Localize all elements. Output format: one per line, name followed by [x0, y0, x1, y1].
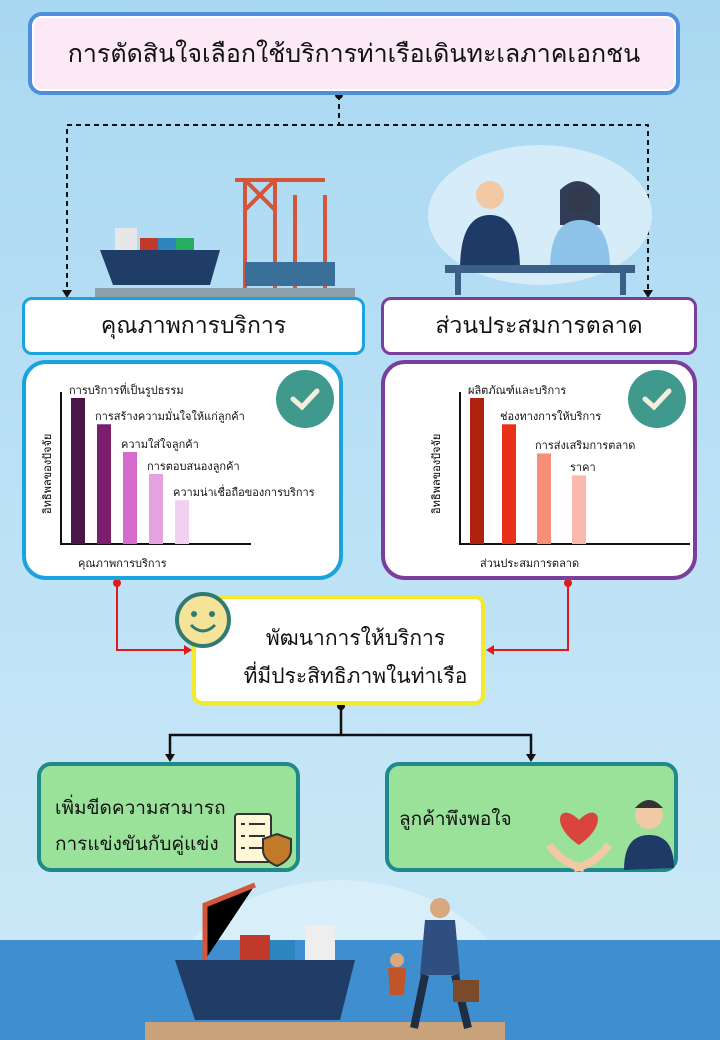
- check-icon: [276, 370, 334, 428]
- efficient-port-service-box: พัฒนาการให้บริการ ที่มีประสิทธิภาพในท่าเ…: [192, 595, 485, 705]
- bar: [97, 424, 111, 544]
- bar-label: ช่องทางการให้บริการ: [500, 410, 602, 424]
- bar: [71, 398, 85, 544]
- check-icon: [628, 370, 686, 428]
- y-axis-label: อิทธิพลของปัจจัย: [430, 433, 443, 514]
- bar-label: การส่งเสริมการตลาด: [535, 439, 636, 453]
- checklist-shield-icon: [234, 813, 292, 868]
- marketing-mix-header: ส่วนประสมการตลาด: [381, 297, 697, 355]
- bar: [149, 473, 163, 544]
- bar-label: ผลิตภัณฑ์และบริการ: [468, 384, 567, 397]
- x-axis-label: คุณภาพการบริการ: [78, 557, 167, 570]
- port-crane-illustration: [95, 178, 355, 298]
- bar-label: การบริการที่เป็นรูปธรรม: [69, 384, 184, 397]
- bar-chart: [60, 392, 251, 545]
- center-line-2: ที่มีประสิทธิภาพในท่าเรือ: [243, 664, 468, 688]
- bar: [123, 452, 137, 544]
- bar-label: การสร้างความมั่นใจให้แก่ลูกค้า: [95, 410, 245, 424]
- bar: [470, 398, 484, 544]
- competitiveness-box: เพิ่มขีดความสามารถ การแข่งขันกับคู่แข่ง: [37, 762, 300, 872]
- competitiveness-line-2: การแข่งขันกับคู่แข่ง: [55, 833, 219, 855]
- bar: [175, 500, 189, 544]
- x-axis-label: ส่วนประสมการตลาด: [480, 557, 580, 570]
- bar: [537, 453, 551, 544]
- center-line-1: พัฒนาการให้บริการ: [265, 626, 446, 650]
- business-meeting-illustration: [428, 145, 652, 295]
- bar-chart: [459, 392, 690, 545]
- bar-label: ความน่าเชื่อถือของการบริการ: [173, 486, 315, 500]
- bar-label: ความใส่ใจลูกค้า: [121, 438, 199, 452]
- bar-label: ราคา: [570, 461, 596, 475]
- chart-axis: [459, 392, 690, 545]
- competitiveness-line-1: เพิ่มขีดความสามารถ: [55, 797, 226, 819]
- heart-hands-customer-icon: [545, 800, 674, 872]
- smiley-face-icon: [175, 592, 231, 648]
- port-ship-businessman-illustration: [0, 880, 720, 1040]
- customer-satisfaction-box: ลูกค้าพึงพอใจ: [385, 762, 678, 872]
- customer-satisfaction-label: ลูกค้าพึงพอใจ: [399, 808, 512, 830]
- page-title: การตัดสินใจเลือกใช้บริการท่าเรือเดินทะเล…: [28, 12, 680, 95]
- y-axis-label: อิทธิพลของปัจจัย: [41, 433, 54, 514]
- marketing-mix-chart-card: ผลิตภัณฑ์และบริการช่องทางการให้บริการการ…: [381, 360, 697, 580]
- service-quality-header: คุณภาพการบริการ: [22, 297, 365, 355]
- service-quality-chart-card: การบริการที่เป็นรูปธรรมการสร้างความมั่นใ…: [22, 360, 343, 580]
- bar: [502, 424, 516, 544]
- bar: [572, 475, 586, 544]
- bar-label: การตอบสนองลูกค้า: [147, 459, 240, 473]
